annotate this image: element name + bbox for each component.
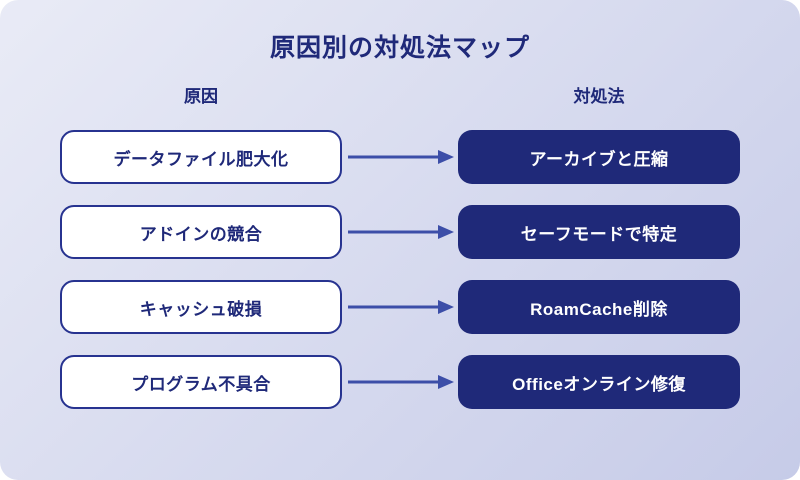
remedy-box: RoamCache削除	[458, 280, 740, 334]
flow-row: プログラム不具合 Officeオンライン修復	[60, 355, 740, 409]
column-header-cause: 原因	[184, 87, 218, 106]
page-title: 原因別の対処法マップ	[269, 34, 530, 62]
remedy-box: セーフモードで特定	[458, 205, 740, 259]
column-header-remedy: 対処法	[573, 87, 625, 106]
flow-row: データファイル肥大化 アーカイブと圧縮	[60, 130, 740, 184]
cause-box: プログラム不具合	[60, 355, 342, 409]
arrow-right-icon	[342, 130, 458, 184]
flow-rows: データファイル肥大化 アーカイブと圧縮 アドインの競合 セーフモードで特定 キャ…	[60, 130, 740, 409]
arrow-right-icon	[342, 205, 458, 259]
remedy-box: Officeオンライン修復	[458, 355, 740, 409]
flow-row: キャッシュ破損 RoamCache削除	[60, 280, 740, 334]
remedy-box: アーカイブと圧縮	[458, 130, 740, 184]
arrow-right-icon	[342, 280, 458, 334]
flow-row: アドインの競合 セーフモードで特定	[60, 205, 740, 259]
cause-box: データファイル肥大化	[60, 130, 342, 184]
arrow-right-icon	[342, 355, 458, 409]
cause-box: キャッシュ破損	[60, 280, 342, 334]
cause-box: アドインの競合	[60, 205, 342, 259]
column-headers: 原因 対処法	[60, 82, 740, 107]
